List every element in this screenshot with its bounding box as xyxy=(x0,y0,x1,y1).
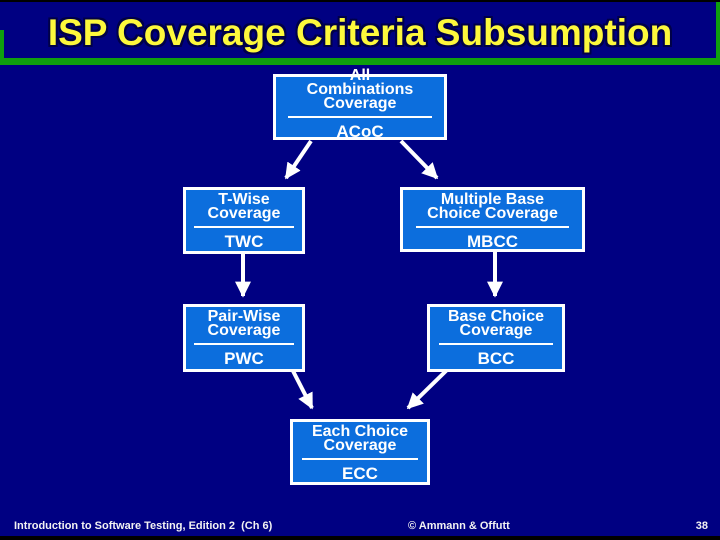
node-label-line: Base Choice xyxy=(447,308,545,325)
node-label-line: Coverage xyxy=(323,437,397,454)
node-label-line: Coverage xyxy=(207,322,281,339)
separator-line xyxy=(415,226,570,228)
node-acronym: BCC xyxy=(477,349,515,368)
node-acronym: TWC xyxy=(224,232,264,251)
separator-line xyxy=(194,343,294,345)
node-label-line: Coverage xyxy=(459,322,533,339)
node-pair-wise-coverage: Pair-Wise Coverage PWC xyxy=(183,304,305,372)
node-label-line: Choice Coverage xyxy=(427,205,558,222)
slide-title: ISP Coverage Criteria Subsumption xyxy=(47,12,673,53)
title-underline-bar xyxy=(0,58,720,65)
arrow-acoc-mbcc xyxy=(399,139,439,180)
arrow-pwc-ecc xyxy=(290,368,314,410)
node-each-choice-coverage: Each Choice Coverage ECC xyxy=(290,419,430,485)
separator-line xyxy=(194,226,294,228)
node-t-wise-coverage: T-Wise Coverage TWC xyxy=(183,187,305,254)
footer-copyright: © Ammann & Offutt xyxy=(408,520,510,532)
node-label-line: Each Choice xyxy=(311,423,409,440)
node-label-line: Coverage xyxy=(207,205,281,222)
separator-line xyxy=(302,458,418,460)
node-base-choice-coverage: Base Choice Coverage BCC xyxy=(427,304,565,372)
node-multiple-base-choice-coverage: Multiple Base Choice Coverage MBCC xyxy=(400,187,585,252)
arrow-acoc-twc xyxy=(284,139,313,180)
separator-line xyxy=(287,116,433,118)
node-acronym: ECC xyxy=(342,464,378,483)
footer-book-credit: Introduction to Software Testing, Editio… xyxy=(14,520,273,532)
footer-page-number: 38 xyxy=(695,520,708,532)
node-label-line: Multiple Base xyxy=(440,191,545,208)
node-label-line: T-Wise xyxy=(218,191,270,208)
node-acronym: ACoC xyxy=(336,122,384,141)
right-edge-accent xyxy=(716,2,720,65)
node-all-combinations-coverage: All Combinations Coverage ACoC xyxy=(273,68,447,141)
left-edge-accent xyxy=(0,30,4,65)
node-acronym: PWC xyxy=(224,349,264,368)
separator-line xyxy=(439,343,553,345)
arrow-bcc-ecc xyxy=(406,365,452,410)
node-label-line: Combinations xyxy=(306,81,414,98)
node-label-line: Coverage xyxy=(323,95,397,112)
node-acronym: MBCC xyxy=(467,232,518,251)
node-label-line: All xyxy=(349,67,371,84)
node-label-line: Pair-Wise xyxy=(207,308,281,325)
